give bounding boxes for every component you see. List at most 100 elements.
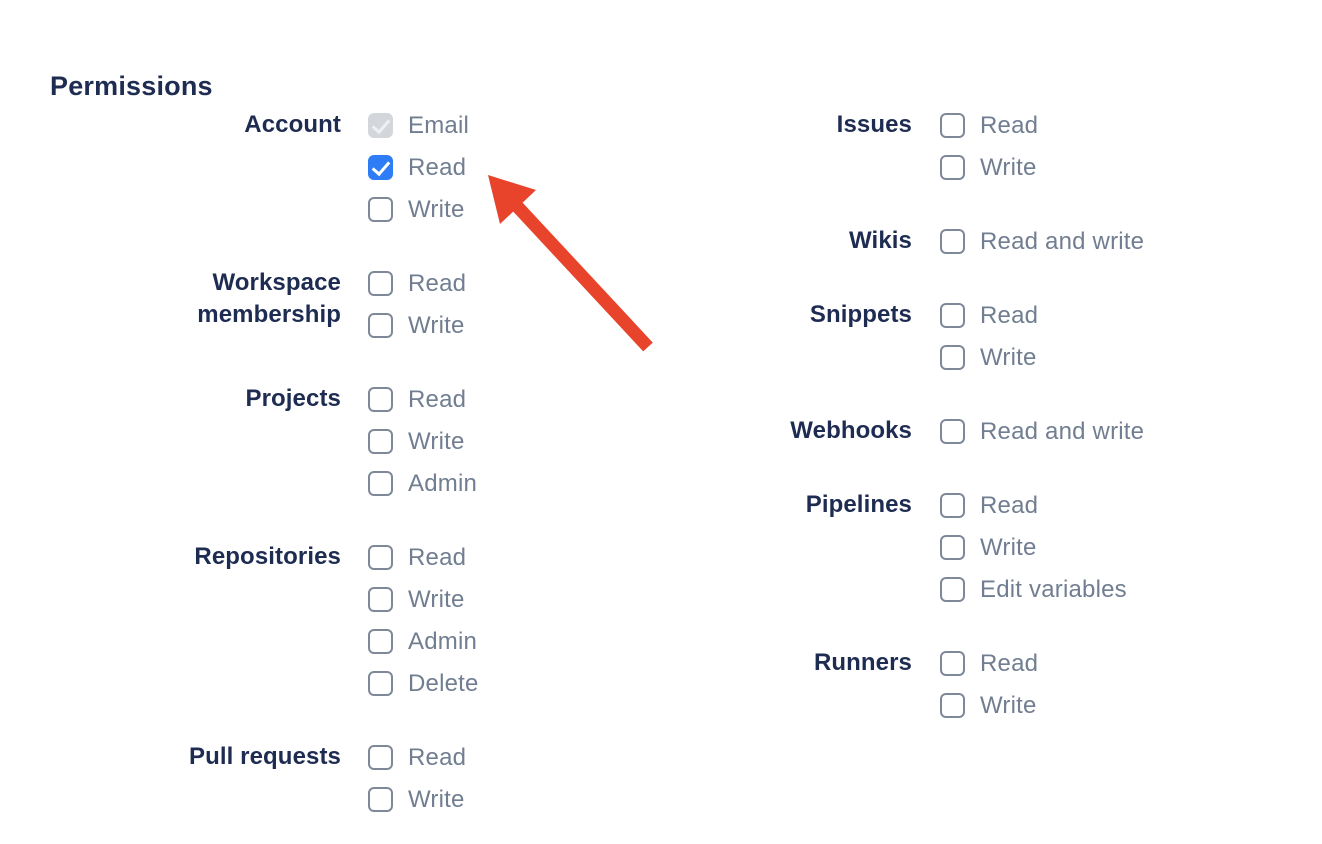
checkbox-workspace-write[interactable] — [368, 312, 393, 338]
option-workspace-write[interactable]: Write — [368, 304, 466, 346]
option-issues-read[interactable]: Read — [940, 104, 1038, 146]
checkbox-account-write[interactable] — [368, 196, 393, 222]
group-label-wikis: Wikis — [849, 227, 912, 254]
group-wikis-options: Read and write — [940, 220, 1144, 262]
group-workspace-membership: Workspace membership Read Write — [170, 262, 479, 346]
group-pipelines: Pipelines Read Write Edit variables — [745, 484, 1144, 610]
group-projects: Projects Read Write Admin — [170, 378, 479, 504]
option-projects-read[interactable]: Read — [368, 378, 477, 420]
option-snippets-read[interactable]: Read — [940, 294, 1038, 336]
option-label: Read — [408, 544, 467, 571]
option-repositories-admin[interactable]: Admin — [368, 620, 479, 662]
option-pipelines-read[interactable]: Read — [940, 484, 1127, 526]
option-repositories-read[interactable]: Read — [368, 536, 479, 578]
group-runners-options: Read Write — [940, 642, 1038, 726]
option-label: Read and write — [980, 228, 1145, 255]
group-issues: Issues Read Write — [745, 104, 1144, 188]
checkbox-repositories-admin[interactable] — [368, 628, 393, 654]
option-webhooks-read-and-write[interactable]: Read and write — [940, 410, 1144, 452]
checkbox-projects-admin[interactable] — [368, 470, 393, 496]
group-label-pull-requests: Pull requests — [188, 743, 341, 770]
checkbox-repositories-write[interactable] — [368, 586, 393, 612]
option-label: Read — [980, 302, 1039, 329]
page-title: Permissions — [50, 71, 213, 102]
option-label: Write — [408, 312, 465, 339]
option-repositories-delete[interactable]: Delete — [368, 662, 479, 704]
checkbox-pull-requests-write[interactable] — [368, 786, 393, 812]
group-label-snippets: Snippets — [809, 301, 912, 328]
option-repositories-write[interactable]: Write — [368, 578, 479, 620]
option-runners-write[interactable]: Write — [940, 684, 1038, 726]
checkbox-pipelines-read[interactable] — [940, 492, 965, 518]
group-label-repositories: Repositories — [194, 543, 341, 570]
group-account: Account Email Read Write — [170, 104, 479, 230]
option-label: Write — [408, 196, 465, 223]
group-label-issues: Issues — [836, 111, 912, 138]
option-label: Write — [980, 692, 1037, 719]
option-account-email: Email — [368, 104, 469, 146]
group-runners: Runners Read Write — [745, 642, 1144, 726]
group-label-account: Account — [244, 111, 341, 138]
option-label: Read — [980, 650, 1039, 677]
checkbox-issues-write[interactable] — [940, 154, 965, 180]
checkbox-repositories-delete[interactable] — [368, 670, 393, 696]
group-label-workspace-membership: Workspace membership — [197, 269, 341, 328]
option-snippets-write[interactable]: Write — [940, 336, 1038, 378]
checkbox-pipelines-edit-variables[interactable] — [940, 576, 965, 602]
option-label: Admin — [408, 628, 478, 655]
option-label: Delete — [408, 670, 479, 697]
option-label: Read — [408, 744, 467, 771]
checkbox-snippets-write[interactable] — [940, 344, 965, 370]
option-label: Write — [408, 428, 465, 455]
checkbox-projects-read[interactable] — [368, 386, 393, 412]
option-label: Read and write — [980, 418, 1145, 445]
group-wikis: Wikis Read and write — [745, 220, 1144, 262]
checkbox-projects-write[interactable] — [368, 428, 393, 454]
group-pull-requests: Pull requests Read Write — [170, 736, 479, 820]
checkbox-webhooks-read-and-write[interactable] — [940, 418, 965, 444]
option-issues-write[interactable]: Write — [940, 146, 1038, 188]
option-runners-read[interactable]: Read — [940, 642, 1038, 684]
group-label-webhooks: Webhooks — [790, 417, 912, 444]
checkbox-account-read[interactable] — [368, 154, 393, 180]
option-account-write[interactable]: Write — [368, 188, 469, 230]
group-label-projects: Projects — [245, 385, 341, 412]
group-webhooks: Webhooks Read and write — [745, 410, 1144, 452]
checkbox-runners-read[interactable] — [940, 650, 965, 676]
group-projects-options: Read Write Admin — [368, 378, 477, 504]
option-projects-admin[interactable]: Admin — [368, 462, 477, 504]
option-label: Admin — [408, 470, 478, 497]
option-pipelines-write[interactable]: Write — [940, 526, 1127, 568]
option-label: Read — [980, 492, 1039, 519]
option-projects-write[interactable]: Write — [368, 420, 477, 462]
checkbox-snippets-read[interactable] — [940, 302, 965, 328]
option-label: Email — [408, 112, 470, 139]
group-repositories-options: Read Write Admin Delete — [368, 536, 479, 704]
checkbox-repositories-read[interactable] — [368, 544, 393, 570]
group-workspace-membership-options: Read Write — [368, 262, 466, 346]
option-wikis-read-and-write[interactable]: Read and write — [940, 220, 1144, 262]
checkbox-wikis-read-and-write[interactable] — [940, 228, 965, 254]
checkbox-pull-requests-read[interactable] — [368, 744, 393, 770]
permissions-column-right: Issues Read Write Wikis Read and write — [745, 104, 1144, 726]
group-snippets-options: Read Write — [940, 294, 1038, 378]
option-pipelines-edit-variables[interactable]: Edit variables — [940, 568, 1127, 610]
option-workspace-read[interactable]: Read — [368, 262, 466, 304]
group-label-runners: Runners — [813, 649, 912, 676]
option-pull-requests-read[interactable]: Read — [368, 736, 466, 778]
group-pull-requests-options: Read Write — [368, 736, 466, 820]
option-label: Write — [980, 344, 1037, 371]
group-label-pipelines: Pipelines — [805, 491, 912, 518]
checkbox-issues-read[interactable] — [940, 112, 965, 138]
group-pipelines-options: Read Write Edit variables — [940, 484, 1127, 610]
option-account-read[interactable]: Read — [368, 146, 469, 188]
option-pull-requests-write[interactable]: Write — [368, 778, 466, 820]
checkbox-workspace-read[interactable] — [368, 270, 393, 296]
checkbox-account-email — [368, 112, 393, 138]
red-arrow-annotation-icon — [488, 175, 653, 352]
group-repositories: Repositories Read Write Admin Delete — [170, 536, 479, 704]
checkbox-pipelines-write[interactable] — [940, 534, 965, 560]
group-webhooks-options: Read and write — [940, 410, 1144, 452]
option-label: Read — [408, 270, 467, 297]
checkbox-runners-write[interactable] — [940, 692, 965, 718]
